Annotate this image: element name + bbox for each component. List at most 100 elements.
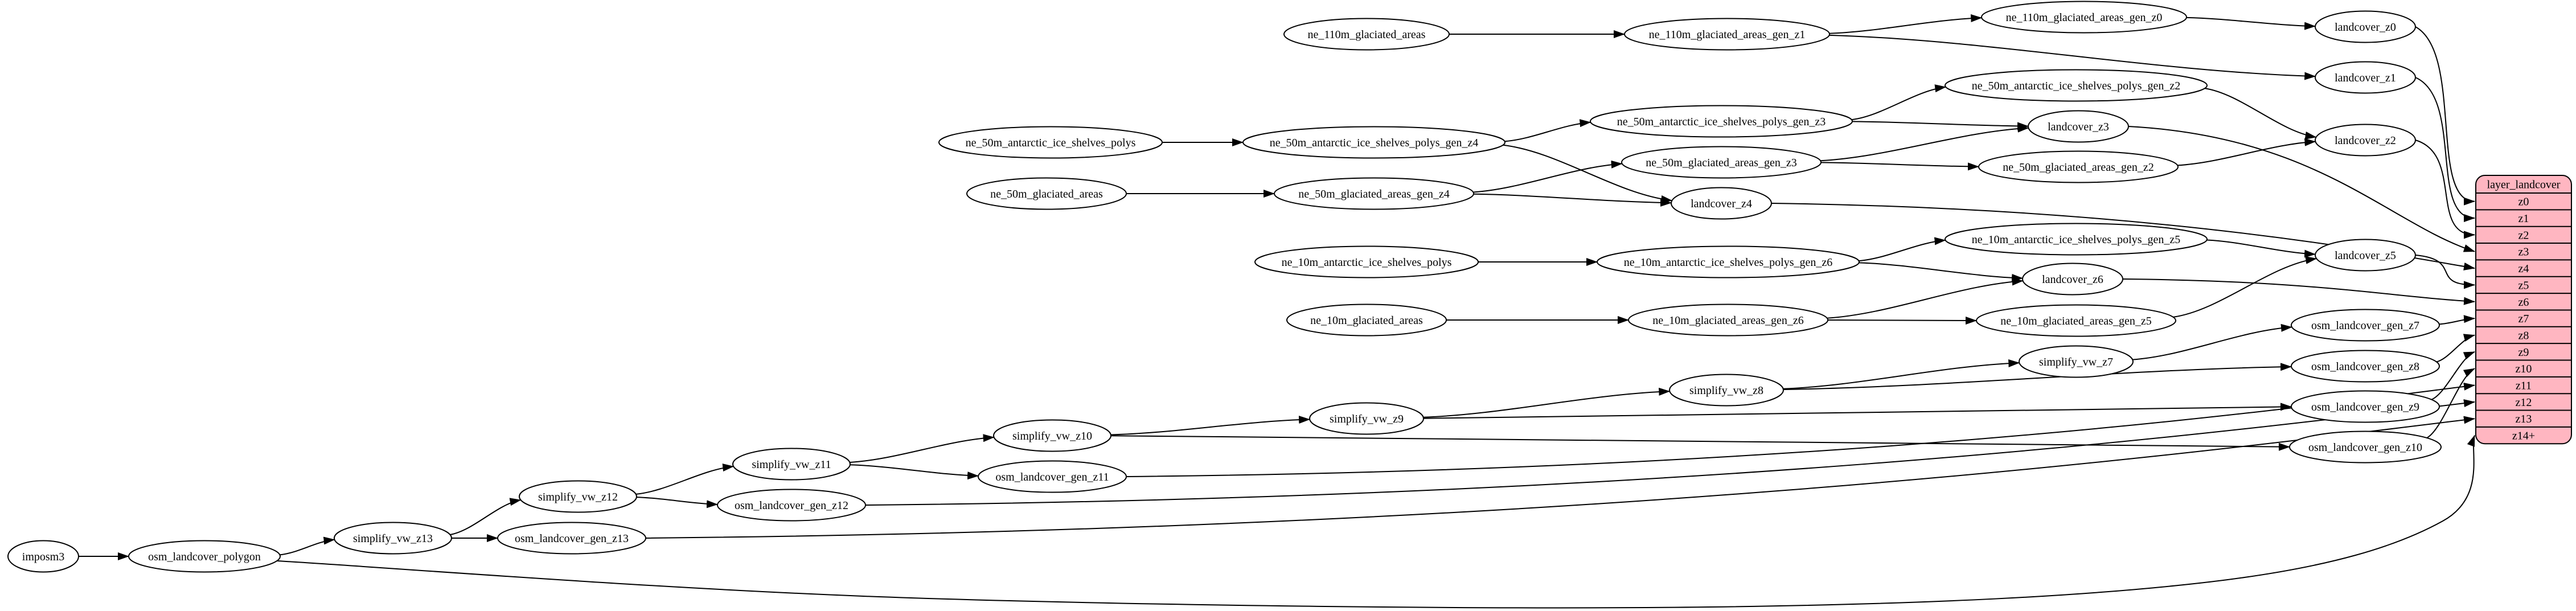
node-label-landcover_z1: landcover_z1 <box>2335 72 2396 84</box>
edge-landcover_z5-to-row-z5 <box>2415 255 2475 289</box>
node-ellipse-simplify_vw_z7 <box>2019 345 2134 378</box>
node-label-ne_50m_antarctic_ice_shelves_polys_gen_z2: ne_50m_antarctic_ice_shelves_polys_gen_z… <box>1972 80 2181 92</box>
node-label-simplify_vw_z13: simplify_vw_z13 <box>353 532 433 545</box>
table-title: layer_landcover <box>2487 179 2561 191</box>
edge-ne_50m_antarctic_ice_shelves_polys_gen_z3-to-ne_50m_antarctic_ice_shelves_polys_gen_z2 <box>1851 84 1947 121</box>
table-row-z1: z1 <box>2518 212 2529 225</box>
node-label-simplify_vw_z10: simplify_vw_z10 <box>1012 430 1092 442</box>
edge-osm_landcover_polygon-to-row-z14+ <box>277 434 2475 609</box>
node-label-ne_10m_glaciated_areas_gen_z6: ne_10m_glaciated_areas_gen_z6 <box>1652 314 1803 327</box>
node-label-osm_landcover_gen_z10: osm_landcover_gen_z10 <box>2308 441 2422 454</box>
node-label-ne_110m_glaciated_areas: ne_110m_glaciated_areas <box>1308 28 1426 41</box>
edge-ne_50m_glaciated_areas_gen_z4-to-ne_50m_glaciated_areas_gen_z3 <box>1473 160 1623 193</box>
node-ellipse-landcover_z2 <box>2315 124 2416 157</box>
node-label-ne_50m_glaciated_areas_gen_z3: ne_50m_glaciated_areas_gen_z3 <box>1646 157 1796 169</box>
node-ne_50m_glaciated_areas_gen_z2: ne_50m_glaciated_areas_gen_z2 <box>1978 150 2179 183</box>
node-ne_110m_glaciated_areas_gen_z1: ne_110m_glaciated_areas_gen_z1 <box>1624 18 1830 51</box>
node-ellipse-ne_10m_antarctic_ice_shelves_polys_gen_z5 <box>1945 223 2208 256</box>
edge-ne_10m_glaciated_areas_gen_z6-to-landcover_z6 <box>1827 277 2024 319</box>
node-ellipse-simplify_vw_z10 <box>993 419 1111 452</box>
node-ne_10m_glaciated_areas_gen_z5: ne_10m_glaciated_areas_gen_z5 <box>1976 304 2176 337</box>
node-ellipse-ne_110m_glaciated_areas <box>1283 18 1450 51</box>
node-label-ne_110m_glaciated_areas_gen_z0: ne_110m_glaciated_areas_gen_z0 <box>2006 11 2163 24</box>
edge-ne_50m_antarctic_ice_shelves_polys_gen_z4-to-landcover_z4 <box>1503 144 1673 203</box>
edge-ne_50m_antarctic_ice_shelves_polys_gen_z4-to-ne_50m_antarctic_ice_shelves_polys_gen_z3 <box>1504 119 1591 142</box>
node-label-simplify_vw_z7: simplify_vw_z7 <box>2039 356 2113 368</box>
node-ne_10m_antarctic_ice_shelves_polys_gen_z6: ne_10m_antarctic_ice_shelves_polys_gen_z… <box>1597 245 1860 278</box>
table-row-z8: z8 <box>2518 329 2529 342</box>
edge-simplify_vw_z12-to-simplify_vw_z11 <box>635 464 735 495</box>
node-ellipse-ne_50m_antarctic_ice_shelves_polys_gen_z4 <box>1242 126 1506 159</box>
table-row-z3: z3 <box>2518 246 2529 259</box>
edge-simplify_vw_z12-to-osm_landcover_gen_z12 <box>636 497 719 509</box>
node-label-osm_landcover_gen_z7: osm_landcover_gen_z7 <box>2311 319 2419 332</box>
node-ellipse-osm_landcover_gen_z9 <box>2291 390 2440 423</box>
node-landcover_z2: landcover_z2 <box>2315 124 2416 157</box>
node-label-imposm3: imposm3 <box>22 551 64 563</box>
node-simplify_vw_z9: simplify_vw_z9 <box>1309 402 1424 435</box>
table-row-z5: z5 <box>2518 279 2529 292</box>
node-landcover_z3: landcover_z3 <box>2028 110 2129 143</box>
node-landcover_z6: landcover_z6 <box>2022 263 2123 296</box>
table-row-z0: z0 <box>2518 196 2529 208</box>
node-ellipse-osm_landcover_gen_z7 <box>2291 309 2440 342</box>
edge-simplify_vw_z10-to-simplify_vw_z9 <box>1110 416 1311 436</box>
node-label-landcover_z6: landcover_z6 <box>2042 273 2103 286</box>
node-simplify_vw_z12: simplify_vw_z12 <box>519 480 637 513</box>
edge-ne_50m_glaciated_areas_gen_z3-to-ne_50m_glaciated_areas_gen_z2 <box>1820 162 1979 171</box>
node-ellipse-ne_110m_glaciated_areas_gen_z1 <box>1624 18 1830 51</box>
node-ellipse-osm_landcover_gen_z8 <box>2291 350 2440 383</box>
node-ellipse-ne_10m_glaciated_areas <box>1286 304 1447 337</box>
node-imposm3: imposm3 <box>7 540 79 573</box>
node-label-ne_50m_antarctic_ice_shelves_polys_gen_z4: ne_50m_antarctic_ice_shelves_polys_gen_z… <box>1270 137 1479 149</box>
node-landcover_z0: landcover_z0 <box>2315 10 2416 43</box>
edge-ne_10m_antarctic_ice_shelves_polys_gen_z6-to-landcover_z6 <box>1859 262 2024 282</box>
node-landcover_z5: landcover_z5 <box>2315 239 2416 272</box>
node-ellipse-ne_50m_glaciated_areas_gen_z3 <box>1621 146 1822 179</box>
table-row-z11: z11 <box>2516 380 2532 392</box>
edge-osm_landcover_gen_z10-to-row-z10 <box>2426 368 2475 438</box>
edge-landcover_z0-to-row-z0 <box>2415 26 2475 206</box>
node-ellipse-osm_landcover_gen_z10 <box>2289 430 2442 464</box>
node-ellipse-landcover_z4 <box>1671 187 1772 220</box>
node-ne_10m_glaciated_areas_gen_z6: ne_10m_glaciated_areas_gen_z6 <box>1628 304 1828 337</box>
table-row-z4: z4 <box>2518 263 2529 275</box>
edge-simplify_vw_z10-to-osm_landcover_gen_z10 <box>1110 435 2290 451</box>
node-ellipse-osm_landcover_gen_z11 <box>978 460 1127 493</box>
node-osm_landcover_gen_z8: osm_landcover_gen_z8 <box>2291 350 2440 383</box>
table-row-z13: z13 <box>2516 413 2532 425</box>
node-osm_landcover_gen_z9: osm_landcover_gen_z9 <box>2291 390 2440 423</box>
edge-simplify_vw_z7-to-osm_landcover_gen_z7 <box>2132 323 2292 360</box>
edge-osm_landcover_gen_z9-to-row-z9 <box>2431 351 2475 400</box>
node-landcover_z1: landcover_z1 <box>2315 61 2416 94</box>
table-row-z9: z9 <box>2518 346 2529 359</box>
node-ellipse-ne_10m_glaciated_areas_gen_z6 <box>1628 304 1828 337</box>
edge-ne_10m_antarctic_ice_shelves_polys_gen_z6-to-ne_10m_antarctic_ice_shelves_polys_gen_z5 <box>1859 237 1946 262</box>
edge-landcover_z4-to-row-z4 <box>1771 203 2475 270</box>
edge-landcover_z1-to-row-z1 <box>2415 77 2475 222</box>
node-ellipse-ne_50m_antarctic_ice_shelves_polys <box>938 126 1163 159</box>
node-label-ne_50m_antarctic_ice_shelves_polys_gen_z3: ne_50m_antarctic_ice_shelves_polys_gen_z… <box>1617 116 1826 128</box>
edge-landcover_z2-to-row-z2 <box>2415 140 2475 239</box>
node-ellipse-osm_landcover_gen_z12 <box>717 489 866 522</box>
node-ellipse-ne_50m_antarctic_ice_shelves_polys_gen_z2 <box>1945 69 2208 102</box>
node-label-ne_10m_glaciated_areas_gen_z5: ne_10m_glaciated_areas_gen_z5 <box>2000 315 2151 327</box>
node-label-ne_50m_glaciated_areas: ne_50m_glaciated_areas <box>990 188 1103 200</box>
edge-ne_110m_glaciated_areas_gen_z0-to-landcover_z0 <box>2186 17 2316 30</box>
node-osm_landcover_gen_z10: osm_landcover_gen_z10 <box>2289 430 2442 464</box>
node-ellipse-ne_110m_glaciated_areas_gen_z0 <box>1981 1 2187 34</box>
node-ne_50m_antarctic_ice_shelves_polys: ne_50m_antarctic_ice_shelves_polys <box>938 126 1163 159</box>
edge-ne_50m_antarctic_ice_shelves_polys_gen_z3-to-landcover_z3 <box>1852 121 2029 130</box>
edge-landcover_z6-to-row-z6 <box>2122 278 2475 305</box>
node-label-osm_landcover_gen_z9: osm_landcover_gen_z9 <box>2311 401 2419 413</box>
node-ellipse-ne_10m_antarctic_ice_shelves_polys_gen_z6 <box>1597 245 1860 278</box>
table-row-z2: z2 <box>2518 229 2529 241</box>
node-label-ne_50m_glaciated_areas_gen_z4: ne_50m_glaciated_areas_gen_z4 <box>1298 188 1449 200</box>
node-ne_50m_glaciated_areas_gen_z3: ne_50m_glaciated_areas_gen_z3 <box>1621 146 1822 179</box>
node-ne_10m_glaciated_areas: ne_10m_glaciated_areas <box>1286 304 1447 337</box>
edge-ne_50m_glaciated_areas_gen_z4-to-landcover_z4 <box>1473 193 1672 207</box>
node-ellipse-osm_landcover_gen_z13 <box>497 522 646 555</box>
